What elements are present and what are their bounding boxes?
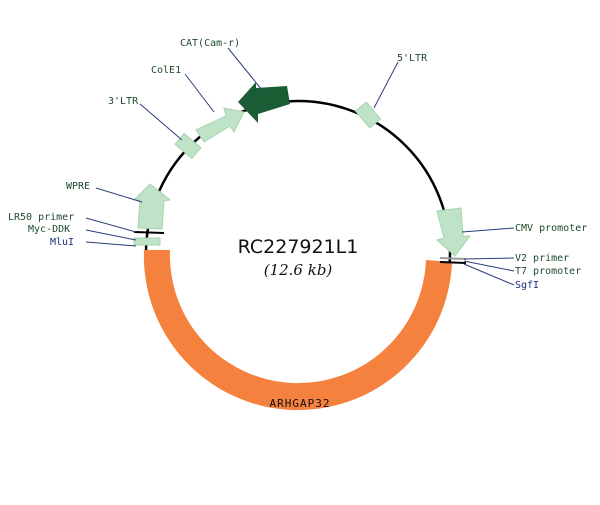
leader-v2 (463, 257, 515, 260)
lr50-label: LR50 primer (8, 212, 74, 223)
leader-mlui (85, 241, 137, 247)
cmv-promoter-arrow (435, 207, 471, 257)
leader-ltr5 (373, 61, 399, 109)
leader-cat (227, 47, 263, 91)
leader-sgfi (463, 263, 515, 286)
t7-mark (439, 257, 467, 260)
wpre-label: WPRE (66, 181, 90, 192)
myc-ddk-box (133, 237, 161, 246)
ltr3-label: 3'LTR (108, 96, 139, 107)
v2-label: V2 primer (515, 253, 569, 264)
plasmid-name: RC227921L1 (238, 236, 359, 258)
leader-lr50 (85, 217, 137, 233)
cole1-arrow (195, 107, 245, 143)
cole1-label: ColE1 (151, 65, 181, 76)
leader-t7 (463, 260, 515, 272)
mlui-label: MluI (50, 237, 74, 248)
plasmid-size: (12.6 kb) (264, 261, 333, 279)
leader-ltr3 (139, 103, 183, 141)
leader-cmv (461, 227, 515, 233)
cat-label: CAT(Cam-r) (180, 38, 240, 49)
myc-ddk-label: Myc-DDK (28, 224, 70, 235)
sgfi-label: SgfI (515, 280, 539, 291)
arhgap32-gene-arc (143, 250, 452, 411)
ltr5-box (354, 101, 382, 129)
leader-myc-ddk (85, 229, 137, 241)
lr50-mark (133, 231, 165, 234)
cat-arrow (238, 82, 290, 123)
ltr5-label: 5'LTR (397, 53, 428, 64)
cmv-label: CMV promoter (515, 223, 587, 234)
sgfi-mark (439, 261, 467, 264)
t7-label: T7 promoter (515, 266, 581, 277)
wpre-arrow (132, 183, 172, 230)
leader-cole1 (184, 73, 215, 113)
arhgap32-label: ARHGAP32 (270, 397, 331, 410)
leader-wpre (95, 187, 143, 203)
